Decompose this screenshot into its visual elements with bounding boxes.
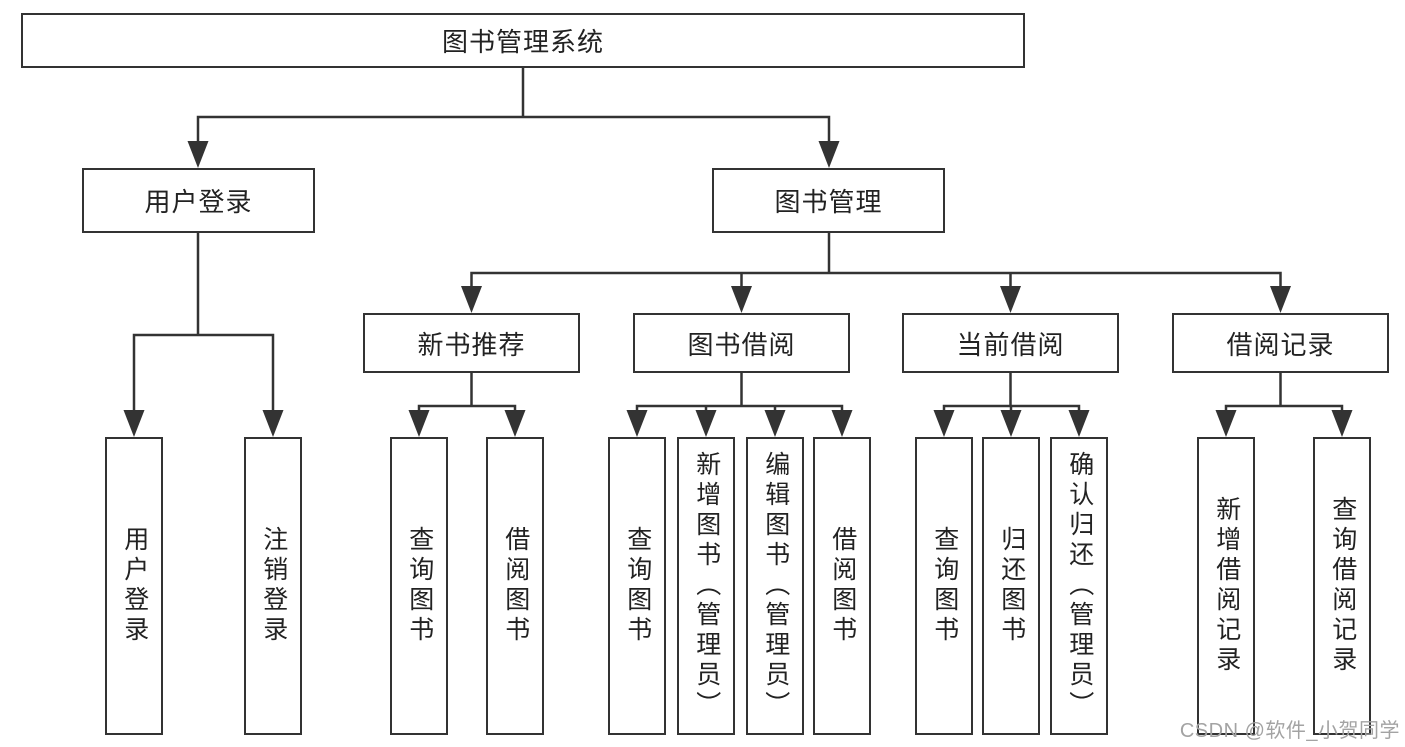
leaf-borrow-books: 借阅图书 — [813, 437, 871, 735]
leaf-label: 确认归还（管理员） — [1065, 451, 1094, 721]
node-borrowing-records: 借阅记录 — [1172, 313, 1389, 373]
node-label: 新书推荐 — [417, 329, 526, 360]
node-label: 用户登录 — [144, 187, 253, 217]
node-label: 图书管理 — [774, 187, 883, 217]
leaf-label: 注销登录 — [259, 526, 288, 646]
node-book-management: 图书管理 — [712, 168, 945, 233]
leaf-logout: 注销登录 — [244, 437, 302, 735]
leaf-user-login: 用户登录 — [105, 437, 163, 735]
node-label: 图书借阅 — [687, 329, 796, 360]
node-label: 借阅记录 — [1226, 329, 1335, 360]
leaf-edit-book-admin: 编辑图书（管理员） — [746, 437, 804, 735]
node-current-borrowing: 当前借阅 — [902, 313, 1119, 373]
leaf-label: 查询图书 — [623, 526, 652, 646]
leaf-label: 查询图书 — [405, 526, 434, 646]
node-label: 图书管理系统 — [441, 27, 604, 57]
node-book-borrowing: 图书借阅 — [633, 313, 850, 373]
leaf-label: 用户登录 — [120, 526, 149, 646]
leaf-return-book: 归还图书 — [982, 437, 1040, 735]
leaf-label: 编辑图书（管理员） — [761, 451, 790, 721]
node-new-book-recommend: 新书推荐 — [363, 313, 580, 373]
leaf-query-borrow-record: 查询借阅记录 — [1313, 437, 1371, 735]
leaf-add-book-admin: 新增图书（管理员） — [677, 437, 735, 735]
leaf-borrow-books: 借阅图书 — [486, 437, 544, 735]
node-library-management-system: 图书管理系统 — [21, 13, 1025, 68]
leaf-label: 查询图书 — [930, 526, 959, 646]
leaf-query-books: 查询图书 — [390, 437, 448, 735]
leaf-confirm-return-admin: 确认归还（管理员） — [1050, 437, 1108, 735]
leaf-query-books: 查询图书 — [915, 437, 973, 735]
node-user-login: 用户登录 — [82, 168, 315, 233]
arrowheads — [123, 141, 1353, 437]
csdn-watermark: CSDN @软件_小贺同学 — [1179, 720, 1400, 742]
leaf-query-books: 查询图书 — [608, 437, 666, 735]
leaf-add-borrow-record: 新增借阅记录 — [1197, 437, 1255, 735]
leaf-label: 查询借阅记录 — [1328, 496, 1357, 676]
leaf-label: 借阅图书 — [501, 526, 530, 646]
node-label: 当前借阅 — [956, 329, 1065, 360]
leaf-label: 借阅图书 — [828, 526, 857, 646]
leaf-label: 归还图书 — [997, 526, 1026, 646]
leaf-label: 新增图书（管理员） — [692, 451, 721, 721]
leaf-label: 新增借阅记录 — [1212, 496, 1241, 676]
